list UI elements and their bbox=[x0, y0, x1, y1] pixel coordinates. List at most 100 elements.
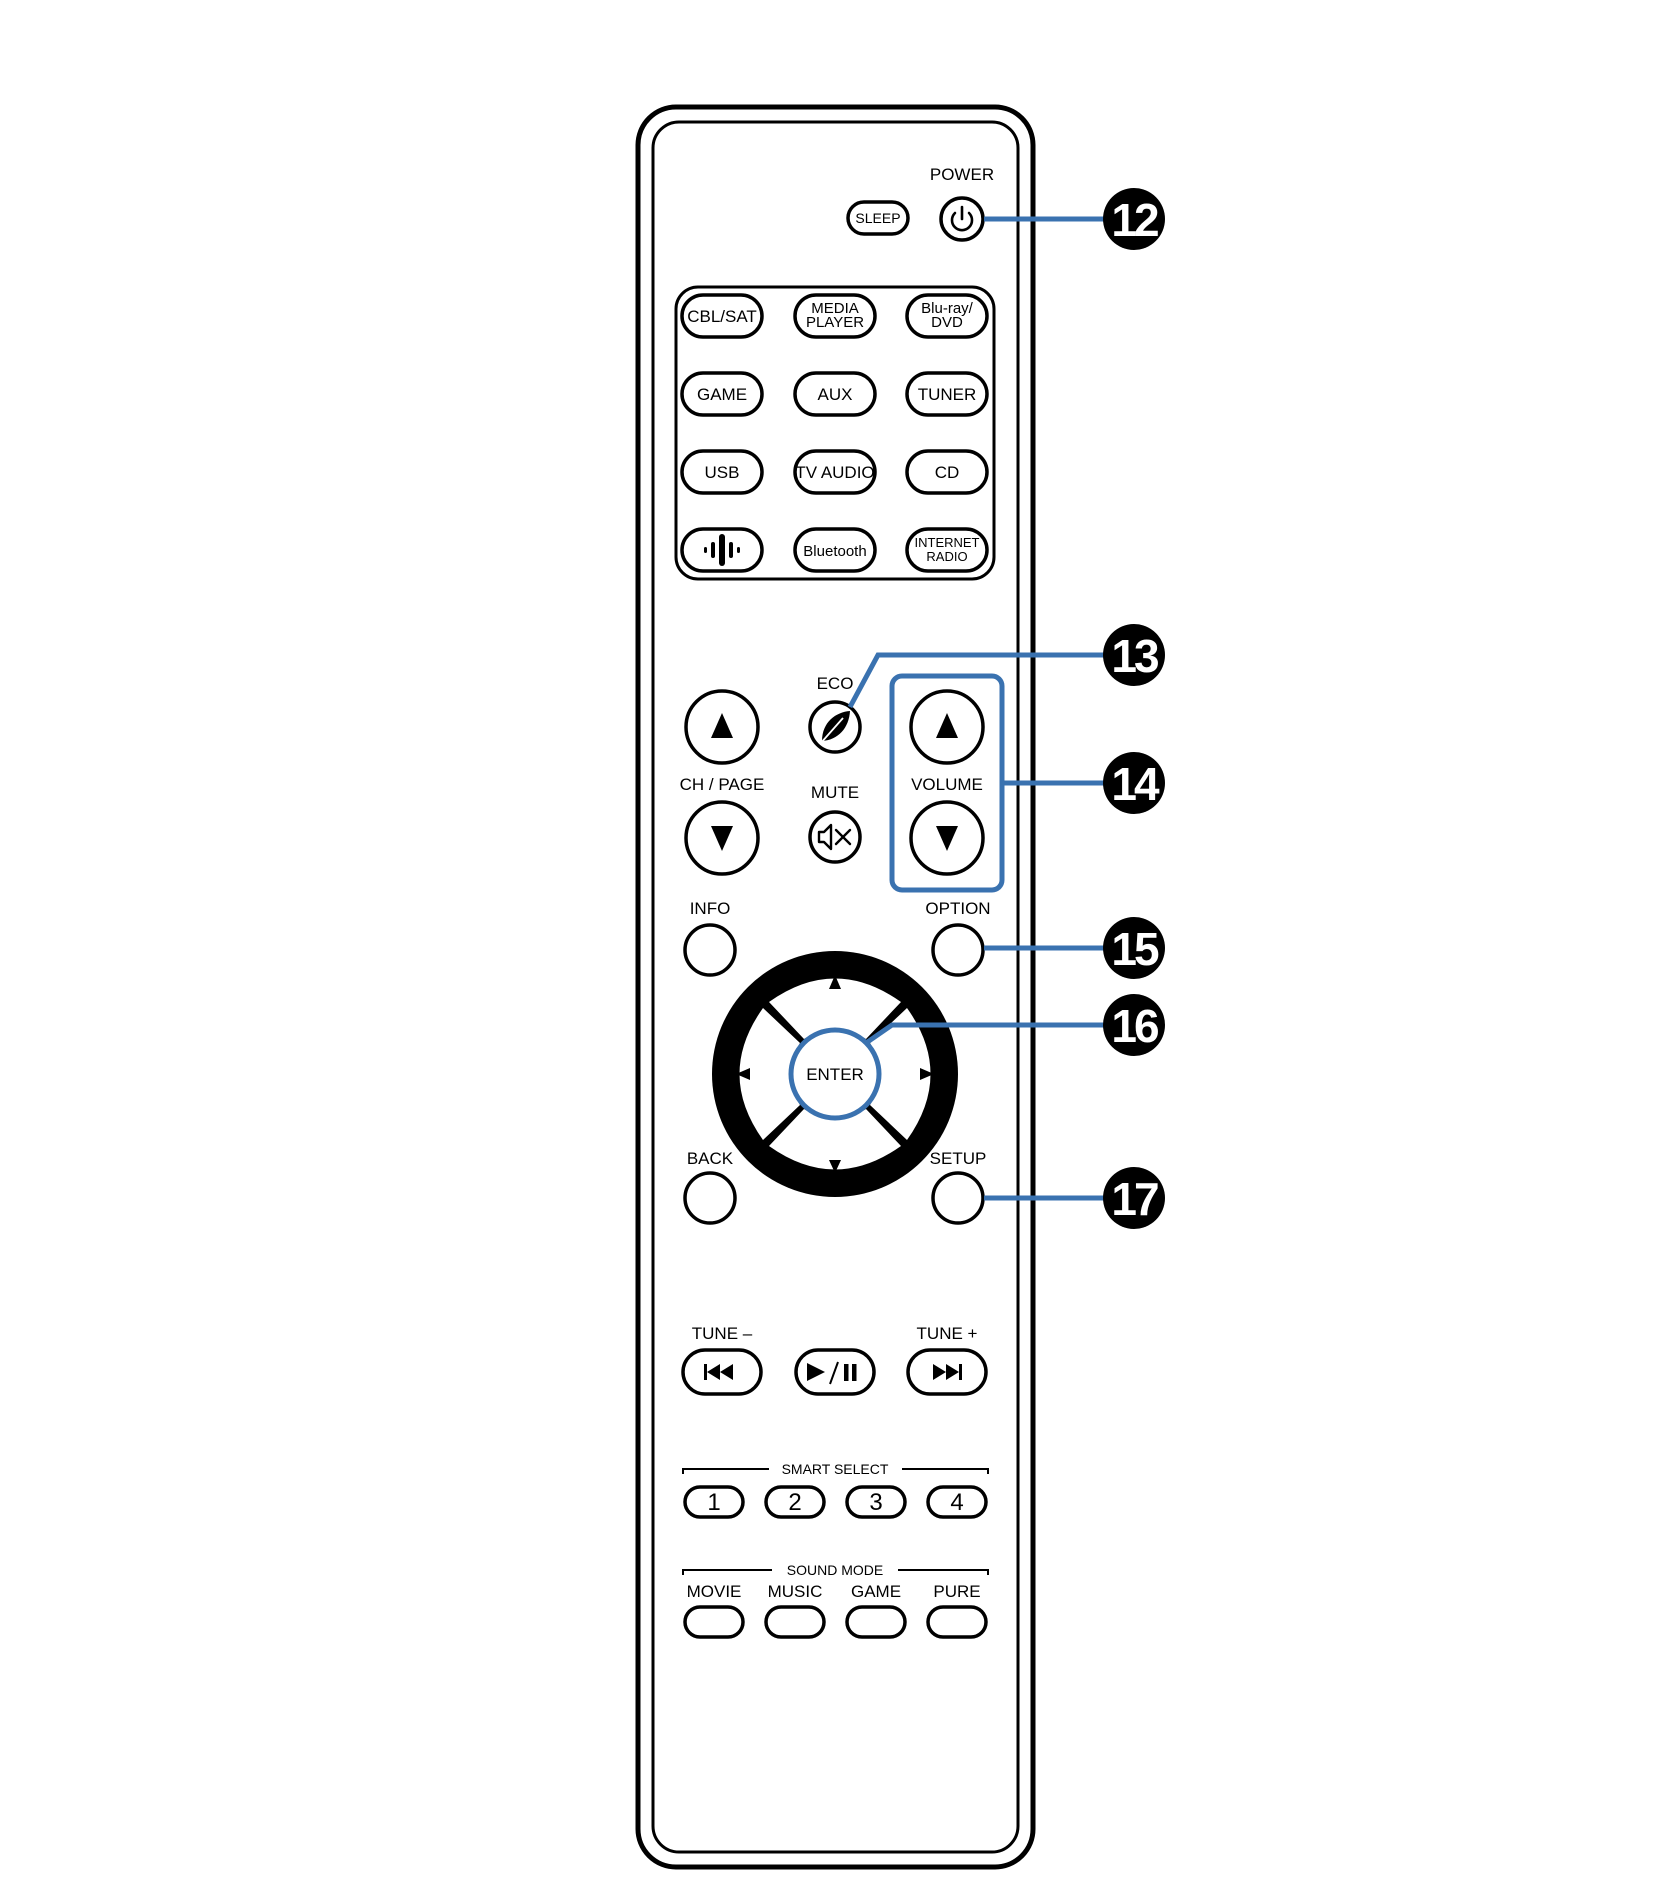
option-button[interactable] bbox=[931, 923, 985, 977]
info-button[interactable] bbox=[683, 923, 737, 977]
sound-mode-label-movie: MOVIE bbox=[687, 1582, 742, 1601]
source-button-heos[interactable] bbox=[680, 527, 764, 573]
volume-up-button[interactable] bbox=[909, 689, 985, 765]
ch-page-down-button[interactable] bbox=[684, 800, 760, 876]
svg-text:17: 17 bbox=[1111, 1173, 1158, 1225]
volume-label: VOLUME bbox=[911, 775, 983, 794]
tune-plus-button[interactable] bbox=[906, 1348, 988, 1396]
smart-select-label: SMART SELECT bbox=[782, 1461, 889, 1477]
source-button-label: PLAYER bbox=[806, 314, 864, 331]
mute-button[interactable] bbox=[808, 810, 862, 864]
source-button-label: TUNER bbox=[918, 385, 977, 404]
down-triangle-icon bbox=[936, 826, 958, 851]
sound-mode-label-pure: PURE bbox=[933, 1582, 980, 1601]
source-button-label: AUX bbox=[818, 385, 853, 404]
cursor-pad: ENTER bbox=[712, 951, 958, 1197]
source-button-label: Bluetooth bbox=[803, 543, 866, 560]
remote-inner-outline bbox=[651, 120, 1020, 1854]
source-button-tuner[interactable]: TUNER bbox=[905, 371, 989, 417]
cursor-up-button[interactable] bbox=[769, 975, 901, 1039]
callout-17: 17 bbox=[1103, 1167, 1165, 1229]
back-label: BACK bbox=[687, 1149, 734, 1168]
smart-select-bracket bbox=[682, 1468, 989, 1474]
cursor-left-button[interactable] bbox=[736, 1008, 800, 1140]
left-arrow-icon bbox=[736, 1068, 750, 1080]
option-label: OPTION bbox=[925, 899, 990, 918]
sound-mode-label-game: GAME bbox=[851, 1582, 901, 1601]
smart-select-button-1[interactable]: 1 bbox=[683, 1485, 745, 1519]
tune-minus-label: TUNE – bbox=[692, 1324, 753, 1343]
source-button-label: GAME bbox=[697, 385, 747, 404]
source-button-cd[interactable]: CD bbox=[905, 449, 989, 495]
cursor-down-button[interactable] bbox=[769, 1109, 901, 1173]
svg-text:14: 14 bbox=[1111, 758, 1160, 810]
source-group-box bbox=[674, 285, 996, 581]
setup-button[interactable] bbox=[931, 1171, 985, 1225]
info-label: INFO bbox=[690, 899, 731, 918]
smart-select-button-2[interactable]: 2 bbox=[764, 1485, 826, 1519]
mute-label: MUTE bbox=[811, 783, 859, 802]
power-label: POWER bbox=[930, 165, 994, 184]
volume-down-button[interactable] bbox=[909, 800, 985, 876]
back-button[interactable] bbox=[683, 1171, 737, 1225]
callout-12: 12 bbox=[1103, 188, 1165, 250]
source-button-label: DVD bbox=[931, 314, 963, 331]
source-button-tv-audio[interactable]: TV AUDIO bbox=[793, 449, 877, 495]
source-button-aux[interactable]: AUX bbox=[793, 371, 877, 417]
svg-text:13: 13 bbox=[1111, 630, 1158, 682]
right-arrow-icon bbox=[920, 1068, 934, 1080]
source-button-bluetooth[interactable]: Bluetooth bbox=[793, 527, 877, 573]
source-button-blu-ray-dvd[interactable]: Blu-ray/DVD bbox=[905, 293, 989, 339]
sound-mode-button-music[interactable] bbox=[764, 1605, 826, 1639]
heos-icon bbox=[704, 534, 740, 566]
callout-13: 13 bbox=[1103, 624, 1165, 686]
sound-mode-button-movie[interactable] bbox=[683, 1605, 745, 1639]
power-button[interactable] bbox=[939, 196, 985, 242]
leaf-icon bbox=[819, 711, 850, 745]
smart-select-buttons: 1 2 3 4 bbox=[683, 1485, 988, 1519]
skip-previous-icon bbox=[704, 1364, 733, 1380]
smart-select-number: 2 bbox=[788, 1489, 801, 1516]
source-button-label: CD bbox=[935, 463, 960, 482]
smart-select-button-3[interactable]: 3 bbox=[845, 1485, 907, 1519]
tune-plus-label: TUNE + bbox=[917, 1324, 978, 1343]
enter-button[interactable]: ENTER bbox=[788, 1027, 882, 1121]
callouts: 12 13 14 15 16 17 bbox=[847, 188, 1165, 1229]
source-button-label: INTERNET bbox=[915, 535, 980, 550]
sound-mode-button-game[interactable] bbox=[845, 1605, 907, 1639]
source-button-game[interactable]: GAME bbox=[680, 371, 764, 417]
source-button-cbl-sat[interactable]: CBL/SAT bbox=[680, 293, 764, 339]
source-button-usb[interactable]: USB bbox=[680, 449, 764, 495]
sound-mode-button-pure[interactable] bbox=[926, 1605, 988, 1639]
skip-next-icon bbox=[933, 1364, 962, 1380]
enter-button-label: ENTER bbox=[806, 1065, 864, 1084]
setup-label: SETUP bbox=[930, 1149, 987, 1168]
source-button-label: TV AUDIO bbox=[795, 463, 874, 482]
sleep-button-label: SLEEP bbox=[855, 210, 900, 226]
eco-label: ECO bbox=[817, 674, 854, 693]
callout-13-leader bbox=[847, 652, 1110, 709]
eco-button[interactable] bbox=[808, 700, 862, 754]
svg-text:12: 12 bbox=[1111, 194, 1158, 246]
svg-text:15: 15 bbox=[1111, 923, 1159, 975]
source-button-label: Blu-ray/ bbox=[921, 300, 974, 317]
smart-select-button-4[interactable]: 4 bbox=[926, 1485, 988, 1519]
enter-highlight bbox=[788, 1027, 882, 1121]
smart-select-number: 3 bbox=[869, 1489, 882, 1516]
tune-minus-button[interactable] bbox=[681, 1348, 763, 1396]
play-pause-icon bbox=[807, 1361, 857, 1385]
source-button-label: CBL/SAT bbox=[687, 307, 757, 326]
cursor-right-button[interactable] bbox=[870, 1008, 934, 1140]
power-icon bbox=[950, 205, 974, 232]
ch-page-up-button[interactable] bbox=[684, 689, 760, 765]
play-pause-button[interactable] bbox=[794, 1348, 876, 1396]
sleep-button[interactable]: SLEEP bbox=[846, 200, 910, 236]
callout-16: 16 bbox=[1103, 994, 1165, 1056]
up-triangle-icon bbox=[711, 713, 733, 738]
sound-mode-bracket bbox=[682, 1569, 989, 1575]
callout-15: 15 bbox=[1103, 917, 1165, 979]
